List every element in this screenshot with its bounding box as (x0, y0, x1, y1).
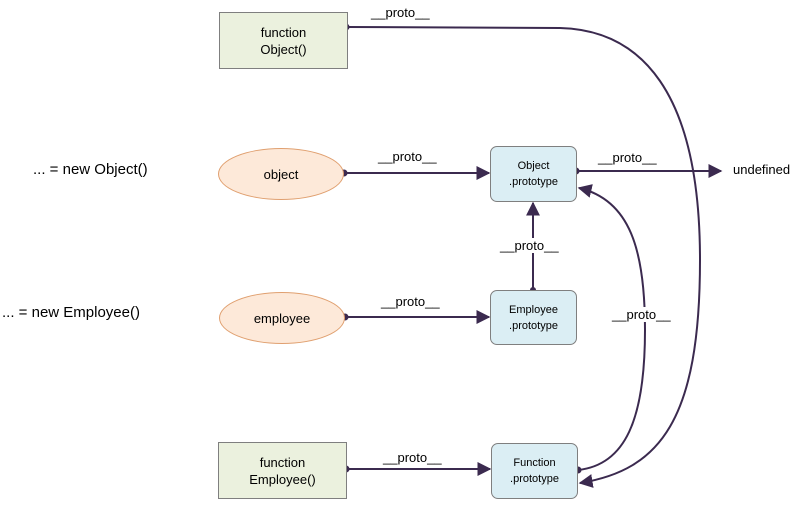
edge-label-proto: __proto__ (500, 238, 559, 253)
edge-function-object-to-function-prototype (345, 26, 702, 488)
employee-prototype-box: Employee .prototype (490, 290, 577, 345)
undefined-label: undefined (733, 162, 791, 177)
new-employee-label: ... = new Employee() (2, 304, 140, 321)
new-object-label: ... = new Object() (33, 161, 148, 178)
function-object-box: function Object() (219, 12, 348, 69)
object-prototype-box: Object .prototype (490, 146, 577, 202)
edge-label-proto: __proto__ (612, 307, 671, 322)
edge-label-proto: __proto__ (378, 149, 437, 164)
function-employee-box: function Employee() (218, 442, 347, 499)
edge-label-proto: __proto__ (383, 450, 442, 465)
edge-function-prototype-to-object-prototype (577, 184, 647, 471)
edge-label-proto: __proto__ (371, 5, 430, 20)
edge-label-proto: __proto__ (598, 150, 657, 165)
object-instance-ellipse: object (218, 148, 344, 200)
employee-instance-ellipse: employee (219, 292, 345, 344)
edge-label-proto: __proto__ (381, 294, 440, 309)
function-prototype-box: Function .prototype (491, 443, 578, 499)
